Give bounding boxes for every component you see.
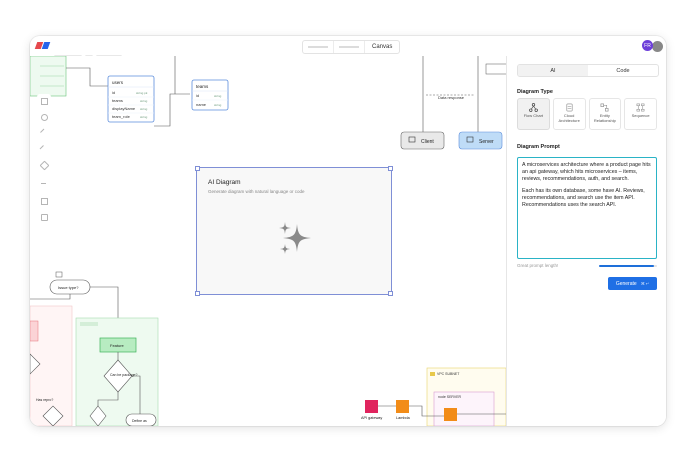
- monitor-icon: [408, 136, 416, 143]
- feature-node[interactable]: Feature: [99, 337, 137, 353]
- users-table[interactable]: users id string pk teams string displayN…: [107, 75, 155, 123]
- canvas-toolbar: [37, 94, 51, 234]
- users-field-name: id: [112, 90, 115, 95]
- prompt-length-fill: [599, 265, 655, 267]
- comment-tool-icon[interactable]: [41, 214, 48, 221]
- ai-diagram-title: AI Diagram: [208, 179, 241, 186]
- client-label: Client: [421, 139, 434, 145]
- users-field-type: string: [140, 107, 148, 111]
- diagram-type-label: Flow Chart: [523, 113, 544, 118]
- text-tool-icon[interactable]: [41, 178, 46, 184]
- users-field-name: displayName: [112, 106, 136, 111]
- resize-handle[interactable]: [388, 166, 393, 171]
- resize-handle[interactable]: [195, 291, 200, 296]
- server-label: Server: [479, 139, 494, 145]
- server-icon: [466, 136, 474, 143]
- collaborator-avatar[interactable]: [651, 40, 664, 53]
- issue-type-label: Issue type?: [58, 285, 79, 290]
- prompt-paragraph: Each has its own database, some have AI.…: [522, 188, 645, 208]
- diagram-type-label: Sequence: [631, 113, 650, 118]
- app-window: Canvas FR users id string pk team: [30, 36, 666, 426]
- feature-label: Feature: [110, 343, 125, 348]
- tab-code[interactable]: Code: [616, 67, 630, 74]
- diagram-prompt-input[interactable]: A microservices architecture where a pro…: [517, 157, 657, 259]
- diagram-type-flow-chart[interactable]: Flow Chart: [517, 98, 550, 130]
- ai-diagram-card[interactable]: AI Diagram Generate diagram with natural…: [195, 166, 393, 296]
- users-field-name: teams: [112, 98, 123, 103]
- diagram-type-cloud-architecture[interactable]: Cloud Architecture: [552, 98, 586, 130]
- api-gateway-icon: [365, 400, 378, 413]
- diagram-prompt-heading: Diagram Prompt: [517, 144, 560, 150]
- line-tool-icon[interactable]: [39, 145, 48, 153]
- diagram-type-entity-relationship[interactable]: Entity Relationship: [588, 98, 622, 130]
- view-tab-canvas[interactable]: Canvas: [372, 44, 393, 50]
- users-field-name: team_role: [112, 114, 131, 119]
- server-node[interactable]: Server: [458, 131, 503, 150]
- resize-handle[interactable]: [195, 166, 200, 171]
- generate-label: Generate: [615, 280, 637, 287]
- users-field-type: string pk: [136, 91, 148, 95]
- lambda-label: Lambda: [396, 416, 411, 420]
- prompt-length-bar: [599, 265, 657, 267]
- square-tool-icon[interactable]: [41, 98, 48, 105]
- pen-tool-icon[interactable]: [39, 160, 50, 171]
- panel-tabs: AI Code: [517, 64, 659, 77]
- teams-field-type: string: [214, 103, 222, 107]
- canvas-diagram: users id string pk teams string displayN…: [30, 56, 506, 426]
- teams-field-type: string: [214, 94, 222, 98]
- avatar[interactable]: FR: [642, 40, 653, 51]
- circle-tool-icon[interactable]: [41, 114, 48, 121]
- lambda-icon: [396, 400, 409, 413]
- define-node[interactable]: Define as: [125, 413, 157, 426]
- view-switcher: Canvas: [302, 40, 401, 54]
- api-gateway-label: API gateway: [361, 416, 382, 420]
- define-label: Define as: [132, 419, 147, 423]
- node-server-label: node SERVER: [438, 395, 462, 399]
- teams-table[interactable]: teams id string name string: [191, 79, 229, 111]
- diagram-canvas[interactable]: users id string pk teams string displayN…: [30, 56, 506, 426]
- api-gateway-node[interactable]: API gateway: [361, 400, 382, 420]
- diagram-type-sequence[interactable]: Sequence: [624, 98, 657, 130]
- flow-chart-icon: [529, 103, 538, 112]
- teams-field-name: id: [196, 93, 199, 98]
- ai-panel: AI Code Diagram Type Flow Chart: [506, 56, 666, 426]
- client-node[interactable]: Client: [400, 131, 445, 150]
- teams-table-title: teams: [196, 84, 209, 89]
- data-response-label: Data response: [438, 95, 465, 100]
- diagram-type-selector: Flow Chart Cloud Architecture Entity Rel…: [517, 98, 657, 130]
- issue-type-node[interactable]: Issue type?: [49, 279, 91, 295]
- sequence-icon: [636, 103, 645, 112]
- prompt-length-hint: Great prompt length!: [517, 263, 559, 268]
- tab-ai[interactable]: AI: [518, 65, 588, 76]
- cloud-architecture-icon: [566, 103, 573, 112]
- has-repro-label: Has repro?: [36, 398, 53, 402]
- frame-tool-icon[interactable]: [41, 198, 48, 205]
- arrow-tool-icon[interactable]: [40, 128, 48, 137]
- vpc-label: VPC SUBNET: [437, 372, 460, 376]
- users-table-title: users: [112, 80, 124, 85]
- can-be-packaged-label: Can be package?: [110, 373, 137, 377]
- generate-button[interactable]: Generate ⌘ ↵: [608, 277, 657, 290]
- view-tab-document[interactable]: [303, 41, 334, 53]
- app-logo-icon[interactable]: [34, 42, 51, 49]
- users-field-type: string: [140, 99, 148, 103]
- diagram-type-heading: Diagram Type: [517, 89, 553, 95]
- users-field-type: string: [140, 115, 148, 119]
- top-bar: Canvas FR: [30, 36, 666, 58]
- lambda-node[interactable]: Lambda: [396, 400, 411, 420]
- entity-relationship-icon: [600, 103, 609, 112]
- diagram-type-label: Entity Relationship: [593, 113, 616, 123]
- prompt-paragraph: A microservices architecture where a pro…: [522, 162, 651, 182]
- diagram-type-label: Cloud Architecture: [558, 113, 580, 123]
- sparkle-icon: [279, 222, 311, 254]
- ec2-icon[interactable]: [444, 408, 457, 421]
- generate-shortcut: ⌘ ↵: [640, 281, 650, 286]
- ai-diagram-subtitle: Generate diagram with natural language o…: [208, 189, 305, 194]
- view-tab-both[interactable]: [334, 41, 365, 53]
- teams-field-name: name: [196, 102, 207, 107]
- resize-handle[interactable]: [388, 291, 393, 296]
